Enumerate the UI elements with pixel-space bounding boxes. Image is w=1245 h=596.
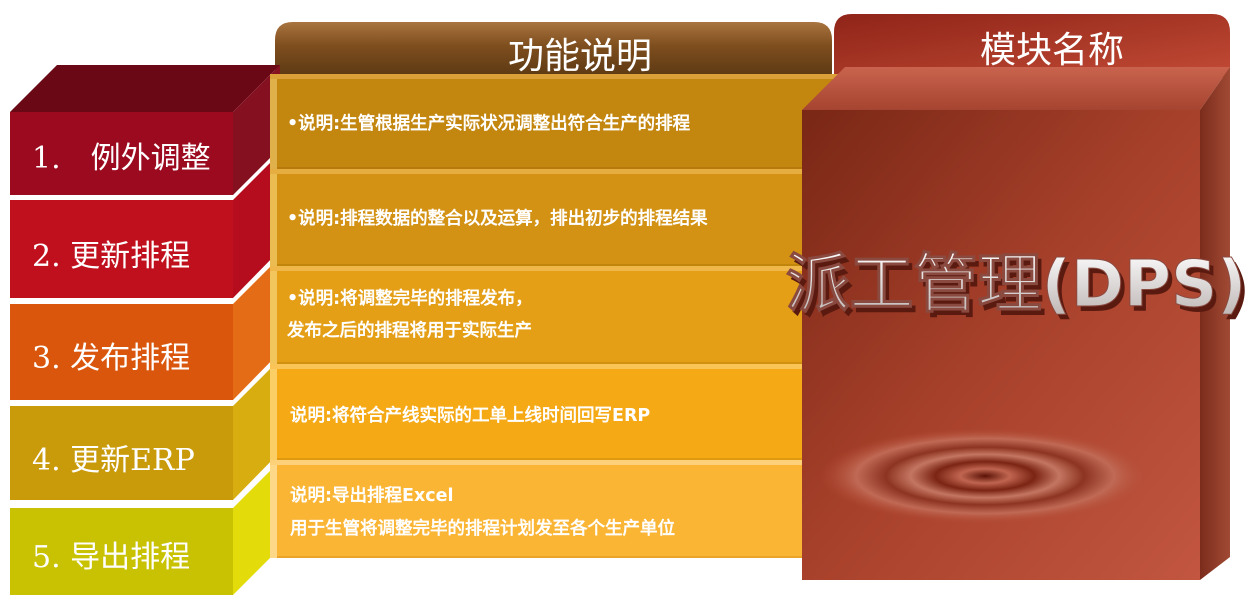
step-1: 1. 例外调整 bbox=[10, 65, 280, 195]
step-4: 4. 更新ERP bbox=[10, 359, 280, 500]
description-2: •说明:排程数据的整合以及运算，排出初步的排程结果 bbox=[270, 169, 840, 266]
step-label: 3. 发布排程 bbox=[32, 341, 190, 376]
step-label: 1. 例外调整 bbox=[32, 141, 211, 176]
description-line: 用于生管将调整完毕的排程计划发至各个生产单位 bbox=[290, 518, 675, 539]
description-line: 说明:将符合产线实际的工单上线时间回写ERP bbox=[290, 405, 650, 426]
step-label: 4. 更新ERP bbox=[32, 443, 195, 478]
module-title-shadow: 派工管理(DPS) bbox=[790, 253, 1245, 327]
module-header-label: 模块名称 bbox=[980, 30, 1124, 71]
description-line: •说明:将调整完毕的排程发布， bbox=[287, 288, 533, 309]
description-stack: •说明:生管根据生产实际状况调整出符合生产的排程 •说明:排程数据的整合以及运算… bbox=[270, 74, 840, 558]
function-header: 功能说明 bbox=[275, 22, 832, 77]
module-box: 派工管理(DPS) 派工管理(DPS) bbox=[785, 67, 1245, 580]
description-4: 说明:将符合产线实际的工单上线时间回写ERP bbox=[270, 364, 840, 460]
step-label: 5. 导出排程 bbox=[32, 540, 190, 575]
description-line: 发布之后的排程将用于实际生产 bbox=[286, 320, 532, 341]
description-3: •说明:将调整完毕的排程发布， 发布之后的排程将用于实际生产 bbox=[270, 266, 840, 364]
step-5: 5. 导出排程 bbox=[10, 461, 280, 595]
step-2: 2. 更新排程 bbox=[10, 153, 280, 298]
function-header-label: 功能说明 bbox=[508, 36, 652, 77]
description-line: •说明:生管根据生产实际状况调整出符合生产的排程 bbox=[287, 113, 691, 134]
description-1: •说明:生管根据生产实际状况调整出符合生产的排程 bbox=[270, 74, 840, 169]
step-3: 3. 发布排程 bbox=[10, 257, 280, 400]
module-title: 派工管理(DPS) bbox=[786, 248, 1245, 322]
description-line: 说明:导出排程Excel bbox=[290, 485, 453, 506]
ripple-graphic bbox=[820, 428, 1150, 524]
module-header: 模块名称 bbox=[834, 14, 1230, 78]
step-label: 2. 更新排程 bbox=[32, 239, 190, 274]
step-stack: 1. 例外调整 2. 更新排程 3. 发布排程 4. 更新ERP 5. 导出排程 bbox=[10, 65, 280, 595]
description-5: 说明:导出排程Excel 用于生管将调整完毕的排程计划发至各个生产单位 bbox=[270, 460, 840, 558]
description-line: •说明:排程数据的整合以及运算，排出初步的排程结果 bbox=[287, 208, 708, 229]
